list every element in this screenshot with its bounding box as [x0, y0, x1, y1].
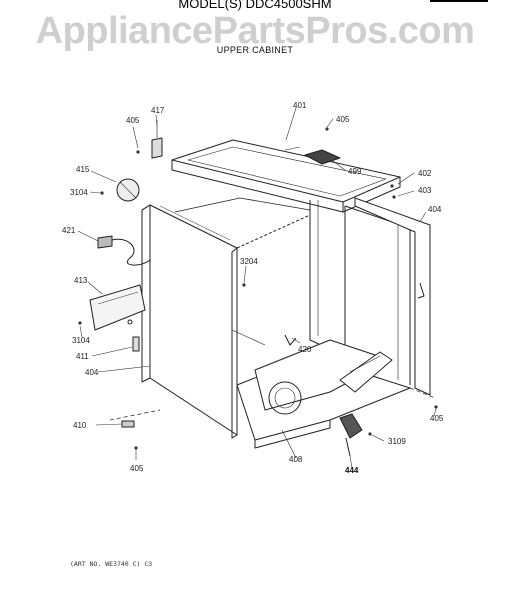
callout-403: 403	[418, 186, 432, 195]
callout-3104-low: 3104	[72, 336, 90, 345]
watermark: AppliancePartsPros.com	[35, 10, 475, 52]
top-rule	[430, 0, 488, 2]
callout-labels: 401 405 417 405 415 3104 499 402 403 404…	[62, 101, 444, 475]
part-411	[132, 336, 140, 352]
part-420-wire	[284, 334, 297, 346]
callout-413: 413	[74, 276, 88, 285]
front-base-408	[236, 339, 411, 449]
callout-415: 415	[76, 165, 90, 174]
callout-405-top: 405	[336, 115, 350, 124]
callout-405-left: 405	[126, 116, 140, 125]
art-number: (ART NO. WE3740 C) C3	[70, 560, 153, 568]
top-panel-401	[171, 139, 401, 213]
screws	[78, 127, 438, 450]
leader-lines	[77, 107, 437, 469]
callout-402: 402	[418, 169, 432, 178]
part-410	[121, 420, 135, 428]
section-title: UPPER CABINET	[216, 45, 294, 55]
callout-499: 499	[348, 167, 362, 176]
part-421-cord	[97, 235, 151, 266]
part-413-panel	[89, 284, 146, 331]
callout-3109: 3109	[388, 437, 406, 446]
part-444-terminal	[339, 413, 363, 457]
callout-3104-top: 3104	[70, 188, 88, 197]
callout-408: 408	[289, 455, 303, 464]
callout-421: 421	[62, 226, 76, 235]
callout-405-bottom: 405	[130, 464, 144, 473]
callout-420: 420	[298, 345, 312, 354]
callout-417: 417	[151, 106, 165, 115]
callout-411: 411	[76, 352, 89, 361]
callout-405-right: 405	[430, 414, 444, 423]
callout-3204: 3204	[240, 257, 258, 266]
callout-404-left: 404	[85, 368, 99, 377]
callout-404-right: 404	[428, 205, 442, 214]
side-panel-right-404	[354, 197, 431, 396]
part-415-cover	[116, 178, 140, 202]
model-title: MODEL(S) DDC4500SHM	[178, 0, 332, 11]
callout-444: 444	[345, 466, 359, 475]
callout-410: 410	[73, 421, 87, 430]
callout-401: 401	[293, 101, 307, 110]
side-panel-left	[141, 204, 238, 439]
